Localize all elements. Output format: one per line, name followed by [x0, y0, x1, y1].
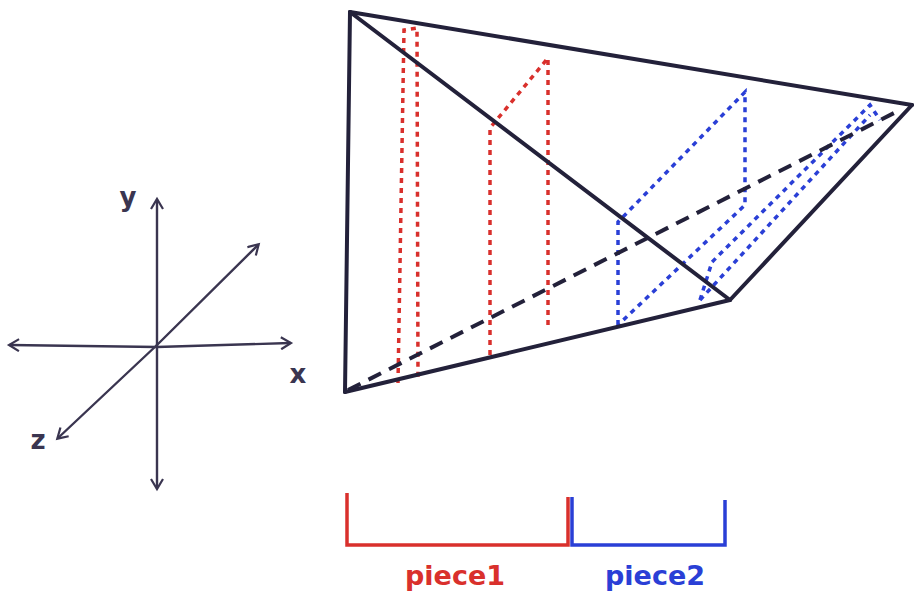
- piece2-bracket: [572, 497, 725, 545]
- axis-label: x: [290, 361, 307, 387]
- piece1-bracket: [347, 493, 568, 545]
- axis-label: z: [30, 427, 45, 453]
- axis-label: y: [120, 184, 137, 210]
- wedge-outline: [345, 12, 912, 392]
- blue-slices: [618, 92, 880, 325]
- axes: [10, 200, 290, 488]
- hidden-edge: [348, 110, 900, 390]
- red-slices: [398, 28, 548, 383]
- piece-label: piece2: [605, 562, 705, 589]
- piece-label: piece1: [405, 562, 505, 589]
